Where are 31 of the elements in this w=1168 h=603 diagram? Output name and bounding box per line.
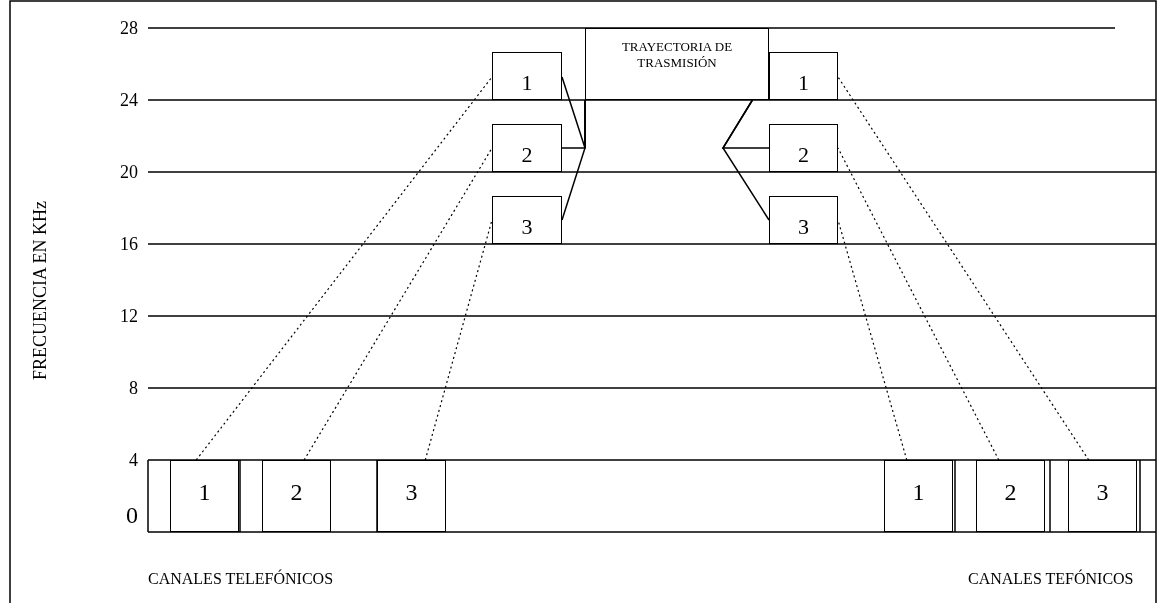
caption-label: CANALES TELEFÓNICOS: [148, 570, 334, 588]
axis-tick-label: 8: [129, 378, 138, 399]
transmission-path-box: TRAYECTORIA DE TRASMISIÓN: [585, 28, 769, 100]
channel-box: 2: [769, 124, 838, 172]
channel-box: 3: [769, 196, 838, 244]
axis-tick-label: 20: [120, 162, 138, 183]
channel-box: 2: [262, 460, 331, 532]
channel-box: 1: [884, 460, 953, 532]
channel-box: 3: [1068, 460, 1137, 532]
axis-tick-label: 0: [126, 502, 138, 529]
axis-tick-label: 24: [120, 90, 138, 111]
leader-line: [303, 147, 493, 461]
axis-tick-label: 16: [120, 234, 138, 255]
connector-line: [561, 99, 586, 221]
connector-line: [722, 99, 770, 221]
channel-box: 2: [492, 124, 562, 172]
axis-tick-label: 12: [120, 306, 138, 327]
connector-line: [561, 76, 586, 149]
axis-tick-label: 28: [120, 18, 138, 39]
channel-box: 1: [769, 52, 838, 100]
leader-line: [424, 219, 493, 461]
axis-title: FRECUENCIA EN KHz: [29, 200, 51, 380]
channel-box: 3: [492, 196, 562, 244]
channel-box: 1: [492, 52, 562, 100]
caption-label: CANALES TEFÓNICOS: [968, 570, 1134, 588]
channel-box: 1: [170, 460, 239, 532]
axis-tick-label: 4: [129, 450, 138, 471]
channel-box: 3: [377, 460, 446, 532]
leader-line: [195, 76, 493, 461]
channel-box: 2: [976, 460, 1045, 532]
leader-line: [837, 76, 1090, 461]
